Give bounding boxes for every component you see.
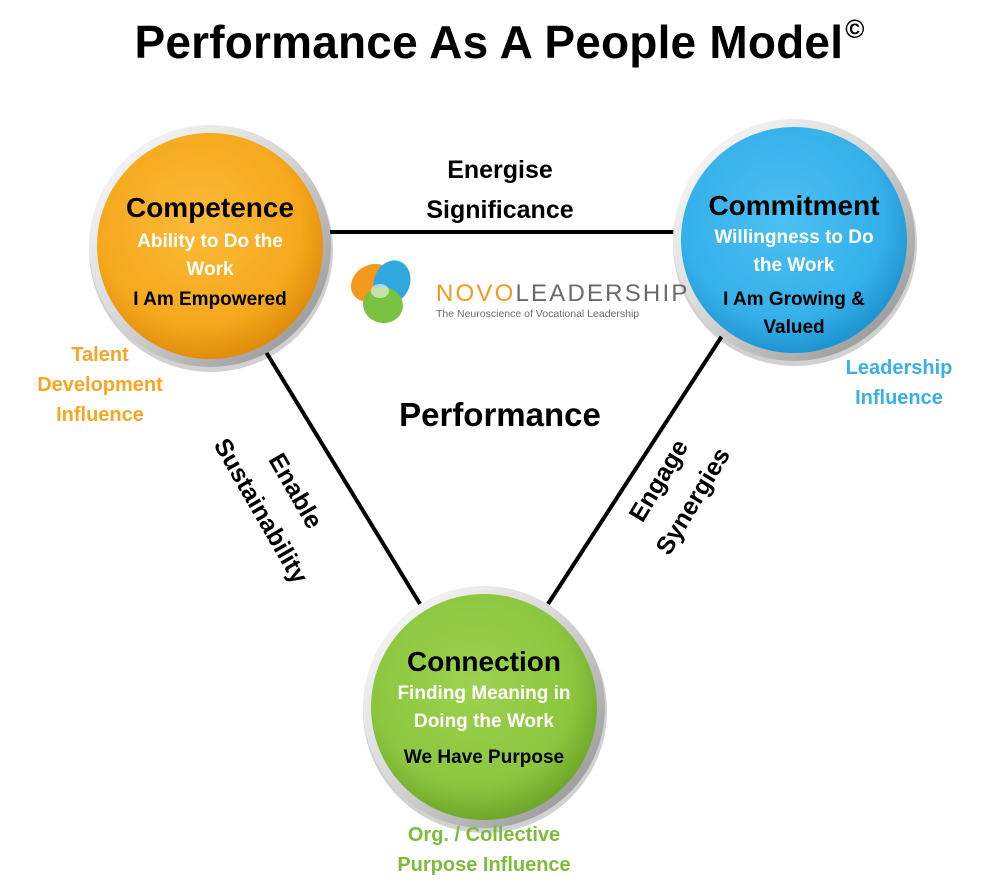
connection-line-1: Finding Meaning in [397,683,571,704]
center-label: Performance [399,396,601,433]
connection-title: Connection [407,646,561,677]
logo-tagline: The Neuroscience of Vocational Leadershi… [436,308,640,320]
connection-influence-line-2: Purpose Influence [397,854,571,876]
competence-title: Competence [125,192,295,223]
connection-node: Connection Finding Meaning in Doing the … [374,646,594,772]
edge-line-left [264,350,422,606]
commitment-statement-2: Valued [763,317,825,338]
edge-top-line-2: Significance [426,196,574,224]
logo-wordmark: NOVOLEADERSHIP [436,280,687,308]
commitment-statement-1: I Am Growing & [723,289,865,310]
edge-line-right [546,334,724,606]
connection-statement: We Have Purpose [403,747,565,768]
commitment-influence: Leadership Influence [824,353,974,413]
competence-node-circle [89,125,333,372]
competence-influence-line-1: Talent [71,344,129,366]
competence-influence: Talent Development Influence [20,340,180,430]
commitment-influence-line-1: Leadership [845,357,953,379]
competence-influence-line-2: Development [37,374,163,396]
commitment-line-1: Willingness to Do [714,227,874,248]
connection-influence-line-1: Org. / Collective [407,824,561,846]
edge-label-top: Energise Significance [380,150,620,230]
title-text: Performance As A People Model [134,16,844,68]
competence-influence-line-3: Influence [56,404,144,426]
connection-node-circle [363,586,607,833]
page-title: Performance As A People Model© [0,14,999,69]
competence-line-2: Work [186,259,234,280]
competence-node: Competence Ability to Do the Work I Am E… [100,192,320,314]
novoleadership-logo-icon [350,260,411,324]
competence-statement: I Am Empowered [133,289,287,310]
edge-top-line-1: Energise [447,156,553,184]
connection-line-2: Doing the Work [413,711,555,732]
connection-influence: Org. / Collective Purpose Influence [364,820,604,880]
competence-line-1: Ability to Do the [137,231,283,252]
commitment-title: Commitment [708,190,880,221]
logo: NOVOLEADERSHIP The Neuroscience of Vocat… [436,280,687,320]
commitment-influence-line-2: Influence [855,387,943,409]
logo-word-novo: NOVO [436,280,516,307]
commitment-line-2: the Work [753,255,835,276]
commitment-node-circle [673,119,917,366]
logo-word-leadership: LEADERSHIP [515,280,690,307]
commitment-node: Commitment Willingness to Do the Work I … [682,190,906,342]
copyright-mark: © [845,14,865,44]
